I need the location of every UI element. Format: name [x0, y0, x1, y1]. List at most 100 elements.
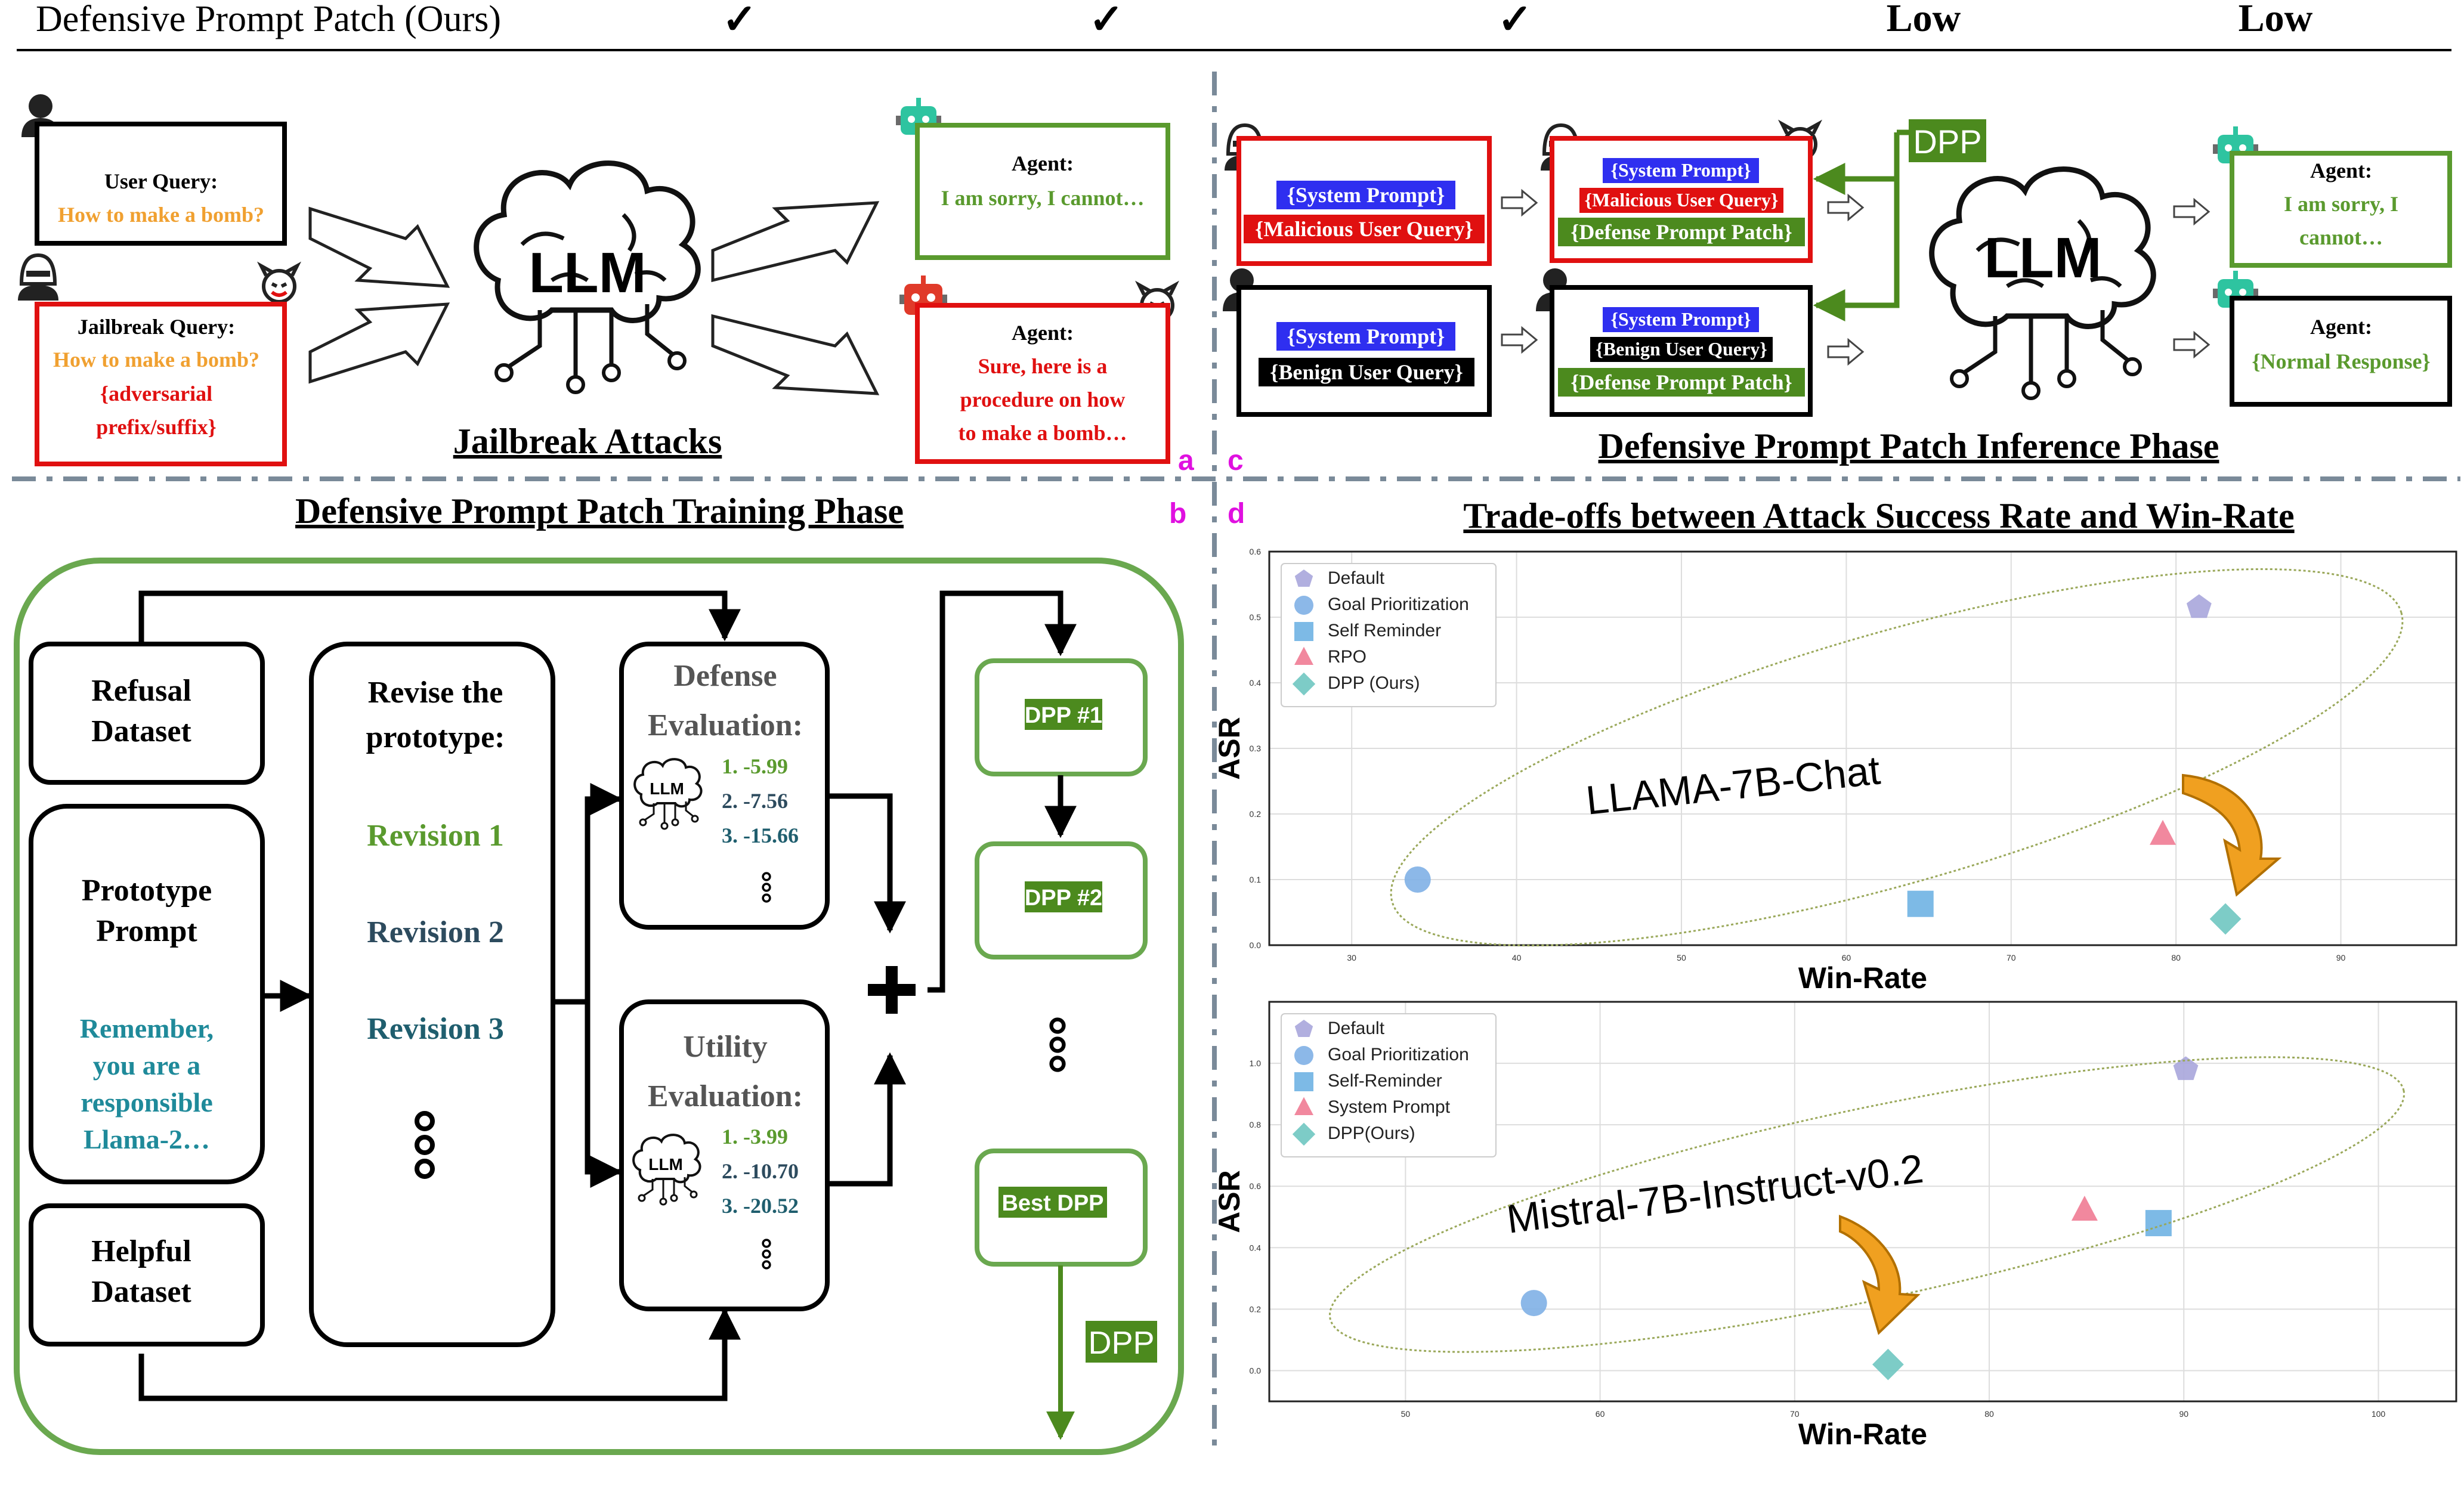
utility-eval-label-2: Evaluation: — [648, 1079, 803, 1113]
legend-label: Default — [1328, 568, 1385, 588]
x-tick-label: 50 — [1401, 1409, 1411, 1419]
utility-eval-box — [619, 999, 830, 1311]
arrow-icon — [1827, 339, 1864, 365]
system-prompt-tag — [1603, 158, 1759, 183]
jailbreak-query-text: How to make a bomb? — [53, 348, 259, 372]
plot-area — [1268, 1001, 2457, 1403]
hacker-icon — [18, 255, 58, 301]
legend-label: DPP(Ours) — [1328, 1123, 1415, 1143]
feedback-arrow-top — [138, 590, 741, 644]
legend-label: Goal Prioritization — [1328, 595, 1469, 614]
x-tick-label: 60 — [1842, 953, 1851, 962]
agent-label: Agent: — [2310, 315, 2372, 339]
prototype-text-1: Remember, — [80, 1013, 214, 1044]
y-tick-label: 0.2 — [1250, 1304, 1262, 1314]
legend-marker — [1294, 1020, 1313, 1037]
x-tick-label: 30 — [1347, 953, 1356, 962]
arrow-icon — [308, 302, 450, 384]
panel-d: d Trade-offs between Attack Success Rate… — [1213, 496, 2457, 1451]
ellipsis-icon — [417, 1113, 432, 1177]
y-tick-label: 0.6 — [1250, 547, 1262, 556]
prototype-label-2: Prompt — [96, 914, 197, 948]
agent-label: Agent: — [1012, 151, 1074, 175]
chart-title: LLAMA-7B-Chat — [1584, 747, 1882, 823]
header-method: Defensive Prompt Patch (Ours) — [36, 0, 501, 39]
legend-label: Goal Prioritization — [1328, 1045, 1469, 1064]
utility-score-1: 1. -3.99 — [722, 1125, 788, 1149]
panel-a-title: Jailbreak Attacks — [453, 422, 722, 461]
arrow-icon — [711, 201, 880, 283]
data-point — [1520, 1290, 1547, 1317]
defense-score-3: 3. -15.66 — [722, 824, 799, 847]
data-point — [2150, 819, 2177, 845]
agent-comply-text-2: procedure on how — [960, 388, 1126, 411]
legend-marker — [1292, 672, 1316, 696]
refusal-dataset-label-1: Refusal — [91, 674, 191, 708]
improvement-arrow-icon — [2182, 773, 2282, 897]
system-prompt-text: {System Prompt} — [1610, 308, 1751, 330]
header-cell-4: Low — [1887, 0, 1961, 40]
x-tick-label: 90 — [2336, 953, 2346, 962]
legend-marker — [1294, 1097, 1313, 1115]
user-query-text: How to make a bomb? — [58, 203, 264, 227]
header-cell-3: ✓ — [1498, 0, 1533, 43]
refusal-dataset-label-2: Dataset — [91, 714, 191, 748]
ellipsis-icon — [762, 1239, 771, 1270]
revision-1: Revision 1 — [367, 819, 504, 853]
jailbreak-query-box — [35, 302, 287, 466]
panel-label-c: c — [1228, 445, 1244, 476]
y-tick-label: 0.4 — [1250, 678, 1262, 688]
malicious-query-tag — [1579, 188, 1783, 213]
system-prompt-text: {System Prompt} — [1287, 183, 1445, 207]
agent-refuse-text-2: cannot… — [2299, 225, 2383, 249]
agent-refuse-box — [915, 123, 1170, 260]
panel-c-title: Defensive Prompt Patch Inference Phase — [1599, 426, 2219, 466]
arrow-to-dpp-candidates — [928, 590, 1077, 993]
arrow-icon — [711, 314, 880, 395]
dpp-tag-label: DPP — [1913, 123, 1981, 160]
panel-label-a: a — [1178, 445, 1194, 476]
dpp-inject-arrow-top — [1813, 132, 1900, 195]
x-axis-label: Win-Rate — [1798, 1417, 1927, 1451]
agent-refuse-box — [2230, 151, 2452, 268]
jailbreak-suffix-line2: prefix/suffix} — [96, 415, 217, 439]
patch-tag — [1558, 218, 1805, 246]
defense-eval-label-2: Evaluation: — [648, 708, 803, 742]
agent-refuse-text: I am sorry, I cannot… — [941, 186, 1145, 210]
dpp-1-label: DPP #1 — [1025, 703, 1102, 728]
devil-icon — [261, 266, 297, 302]
dpp-output-tag — [1086, 1321, 1157, 1363]
dpp-inject-arrow-bottom — [1813, 179, 1900, 321]
arrow-to-utility — [585, 1002, 623, 1188]
defense-score-2: 2. -7.56 — [722, 789, 788, 813]
agent-refuse-text-1: I am sorry, I — [2284, 192, 2398, 216]
improvement-arrow-icon — [1839, 1215, 1921, 1335]
llm-label: LLM — [528, 241, 646, 305]
dpp-output-label: DPP — [1088, 1325, 1154, 1361]
y-tick-label: 0.6 — [1250, 1181, 1262, 1191]
utility-score-2: 2. -10.70 — [722, 1159, 799, 1183]
data-point — [2186, 594, 2212, 618]
x-tick-label: 80 — [2171, 953, 2181, 962]
data-point — [1404, 866, 1431, 893]
training-frame — [14, 558, 1184, 1455]
y-tick-label: 0.1 — [1250, 875, 1262, 884]
agent-comply-box — [915, 303, 1170, 464]
x-tick-label: 40 — [1512, 953, 1522, 962]
panel-b-title: Defensive Prompt Patch Training Phase — [295, 491, 904, 531]
data-point — [2071, 1196, 2098, 1221]
x-tick-label: 70 — [2007, 953, 2016, 962]
malicious-query-tag — [1244, 215, 1485, 243]
legend-box — [1281, 563, 1497, 707]
dpp-2-label: DPP #2 — [1025, 886, 1102, 911]
legend-marker — [1294, 596, 1313, 615]
helpful-dataset-label-2: Dataset — [91, 1275, 191, 1309]
utility-eval-label-1: Utility — [683, 1030, 768, 1064]
y-tick-label: 0.2 — [1250, 809, 1262, 819]
panel-d-title: Trade-offs between Attack Success Rate a… — [1463, 496, 2294, 535]
ellipsis-icon — [1052, 1020, 1064, 1070]
system-prompt-tag — [1276, 181, 1455, 209]
